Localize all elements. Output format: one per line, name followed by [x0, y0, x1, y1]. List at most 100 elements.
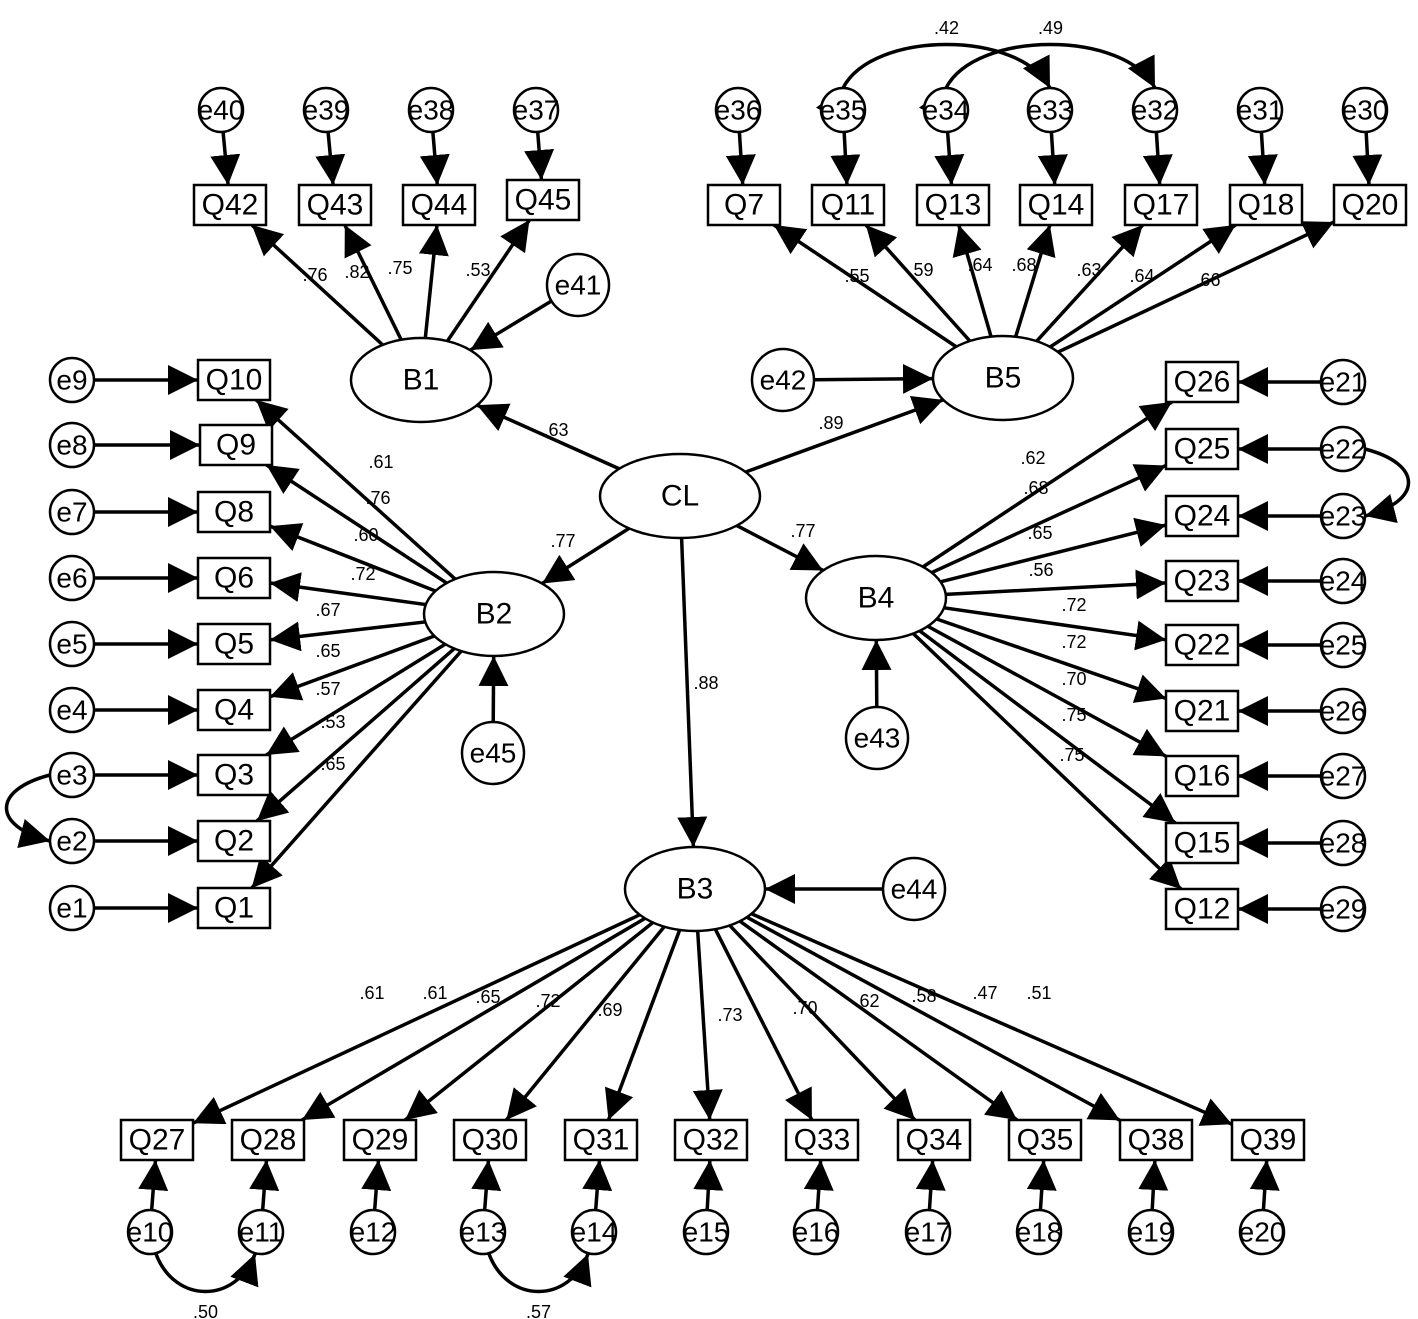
- error-e31: [1236, 86, 1284, 134]
- error-label-e18: e18: [1016, 1217, 1063, 1248]
- indicator-label-q20: Q20: [1342, 189, 1399, 222]
- indicator-q7: [706, 183, 782, 227]
- error-e13: [459, 1208, 507, 1256]
- error-e32: [1131, 86, 1179, 134]
- indicator-q23: [1164, 559, 1240, 603]
- loading-path-q43: [343, 224, 403, 341]
- indicator-label-q2: Q2: [214, 825, 254, 858]
- error-path-e34: [934, 131, 965, 186]
- indicator-q12: [1164, 887, 1240, 931]
- loading-coef-q31: .69: [597, 1000, 622, 1020]
- indicator-q24: [1164, 494, 1240, 538]
- error-label-e33: e33: [1027, 95, 1074, 126]
- loading-coef-q34: .62: [854, 991, 879, 1011]
- error-e17: [904, 1208, 952, 1256]
- coef-cl-b3: .88: [693, 673, 718, 693]
- error-e29: [1319, 885, 1367, 933]
- latent-label-b2: B2: [476, 598, 513, 631]
- structural-path-b2: [541, 526, 630, 585]
- indicator-label-q44: Q44: [411, 189, 468, 222]
- indicator-label-q33: Q33: [794, 1124, 851, 1157]
- error-label-e38: e38: [408, 95, 455, 126]
- indicator-q9: [198, 423, 274, 467]
- indicator-label-q16: Q16: [1174, 760, 1231, 793]
- indicator-q33: [784, 1118, 860, 1162]
- latent-b1: [349, 336, 493, 424]
- loading-coef-q44: .75: [387, 258, 412, 278]
- error-label-e19: e19: [1128, 1217, 1175, 1248]
- loading-path-q1: [250, 649, 463, 890]
- error-e11: [237, 1208, 285, 1256]
- error-path-e11: [249, 1159, 280, 1211]
- loading-coef-q16: .70: [1061, 669, 1086, 689]
- loading-coef-q10: .61: [368, 452, 393, 472]
- loading-path-q9: [265, 463, 448, 585]
- error-path-e12: [361, 1159, 392, 1211]
- loading-coef-q43: .82: [344, 262, 369, 282]
- loading-coef-q2: .53: [320, 712, 345, 732]
- error-e2: [48, 817, 96, 865]
- indicator-q43: [297, 183, 373, 227]
- indicator-q45: [505, 178, 581, 222]
- indicator-label-q1: Q1: [214, 892, 254, 925]
- indicator-label-q6: Q6: [214, 562, 254, 595]
- indicator-q11: [810, 183, 886, 227]
- loading-coef-q3: .57: [315, 679, 340, 699]
- error-label-e30: e30: [1342, 95, 1389, 126]
- error-e9: [48, 356, 96, 404]
- loading-path-q34: [728, 924, 917, 1122]
- loading-path-q39: [750, 912, 1233, 1126]
- covariance-coef-e10-e11: .50: [193, 1302, 218, 1319]
- error-path-e15: [693, 1159, 724, 1211]
- error-e30: [1341, 86, 1389, 134]
- error-e18: [1015, 1208, 1063, 1256]
- indicator-q32: [673, 1118, 749, 1162]
- loading-path-q5: [269, 620, 426, 652]
- error-path-e39: [315, 131, 346, 186]
- loading-coef-q22: .72: [1061, 595, 1086, 615]
- error-label-e1: e1: [56, 893, 87, 924]
- error-label-e12: e12: [350, 1217, 397, 1248]
- error-label-e13: e13: [460, 1217, 507, 1248]
- covariance-e10-e11: [131, 1220, 259, 1294]
- error-path-e14: [582, 1159, 613, 1211]
- error-path-e20: [1249, 1159, 1280, 1211]
- latent-b5: [931, 334, 1075, 422]
- indicator-label-q38: Q38: [1128, 1124, 1185, 1157]
- indicator-q16: [1164, 754, 1240, 798]
- error-label-e43: e43: [854, 723, 901, 754]
- error-e14: [570, 1208, 618, 1256]
- loading-coef-q14: .68: [1011, 255, 1036, 275]
- coef-cl-b5: .89: [818, 413, 843, 433]
- error-path-e38: [419, 131, 450, 186]
- indicator-q3: [196, 753, 272, 797]
- error-label-e16: e16: [793, 1217, 840, 1248]
- error-e5: [48, 620, 96, 668]
- structural-path-b5: [745, 396, 944, 474]
- latent-b4: [804, 554, 948, 642]
- structural-path-b4: [736, 524, 824, 573]
- error-e7: [48, 488, 96, 536]
- error-path-e17: [915, 1159, 946, 1211]
- error-label-e27: e27: [1320, 761, 1367, 792]
- indicator-label-q26: Q26: [1174, 366, 1231, 399]
- indicator-label-q14: Q14: [1028, 189, 1085, 222]
- loading-path-q8: [269, 523, 437, 593]
- error-label-e9: e9: [56, 365, 87, 396]
- loading-path-q2: [255, 647, 456, 823]
- error-path-e37: [524, 131, 555, 181]
- loading-coef-q33: .70: [792, 998, 817, 1018]
- indicator-label-q9: Q9: [216, 429, 256, 462]
- indicator-q13: [915, 183, 991, 227]
- loading-path-q12: [912, 632, 1183, 891]
- indicator-label-q11: Q11: [821, 189, 875, 222]
- error-path-e32: [1142, 131, 1173, 186]
- error-label-e20: e20: [1239, 1217, 1286, 1248]
- loading-path-q7: [772, 223, 958, 349]
- error-label-e6: e6: [56, 563, 87, 594]
- loading-coef-q39: .51: [1026, 983, 1051, 1003]
- loading-path-q21: [936, 617, 1167, 703]
- error-label-e31: e31: [1237, 95, 1284, 126]
- loading-coef-q45: .53: [465, 260, 490, 280]
